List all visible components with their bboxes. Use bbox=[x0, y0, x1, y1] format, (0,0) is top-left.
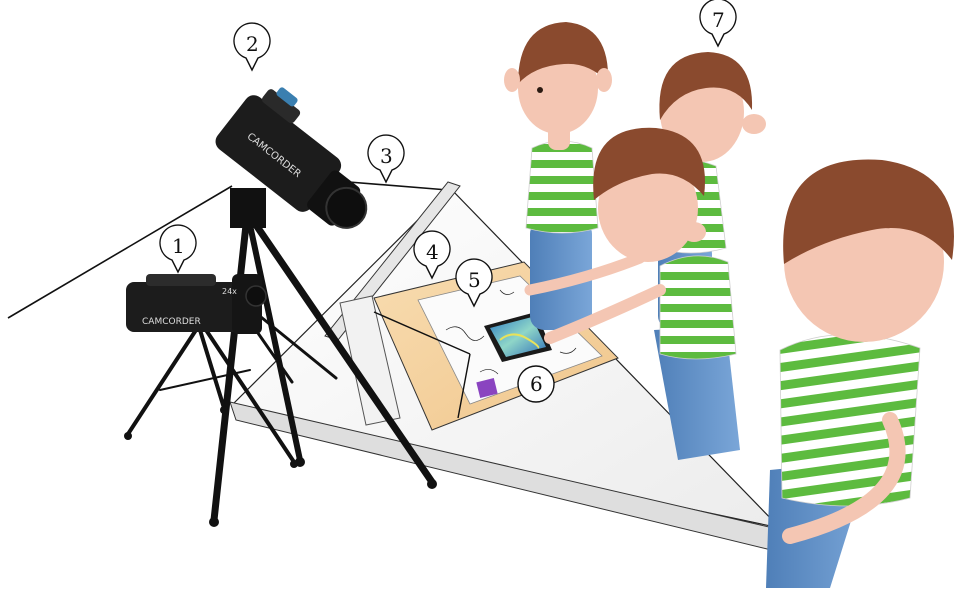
callout-3-label: 3 bbox=[380, 144, 393, 168]
callout-6: 6 bbox=[518, 366, 554, 402]
callout-7: 7 bbox=[700, 0, 736, 46]
person-front-right bbox=[766, 159, 954, 588]
callout-7-label: 7 bbox=[712, 8, 725, 32]
camera-1-brand: CAMCORDER bbox=[142, 317, 201, 327]
camera-1: CAMCORDER 24x bbox=[126, 274, 266, 334]
callout-6-label: 6 bbox=[530, 372, 543, 396]
callout-4-label: 4 bbox=[426, 240, 439, 264]
callout-2-label: 2 bbox=[246, 32, 259, 56]
callout-5-label: 5 bbox=[468, 268, 481, 292]
callout-3: 3 bbox=[368, 135, 404, 182]
callout-1-label: 1 bbox=[172, 234, 185, 258]
callout-2: 2 bbox=[234, 23, 270, 70]
camera-1-badge: 24x bbox=[222, 287, 237, 296]
callout-1: 1 bbox=[160, 225, 196, 272]
